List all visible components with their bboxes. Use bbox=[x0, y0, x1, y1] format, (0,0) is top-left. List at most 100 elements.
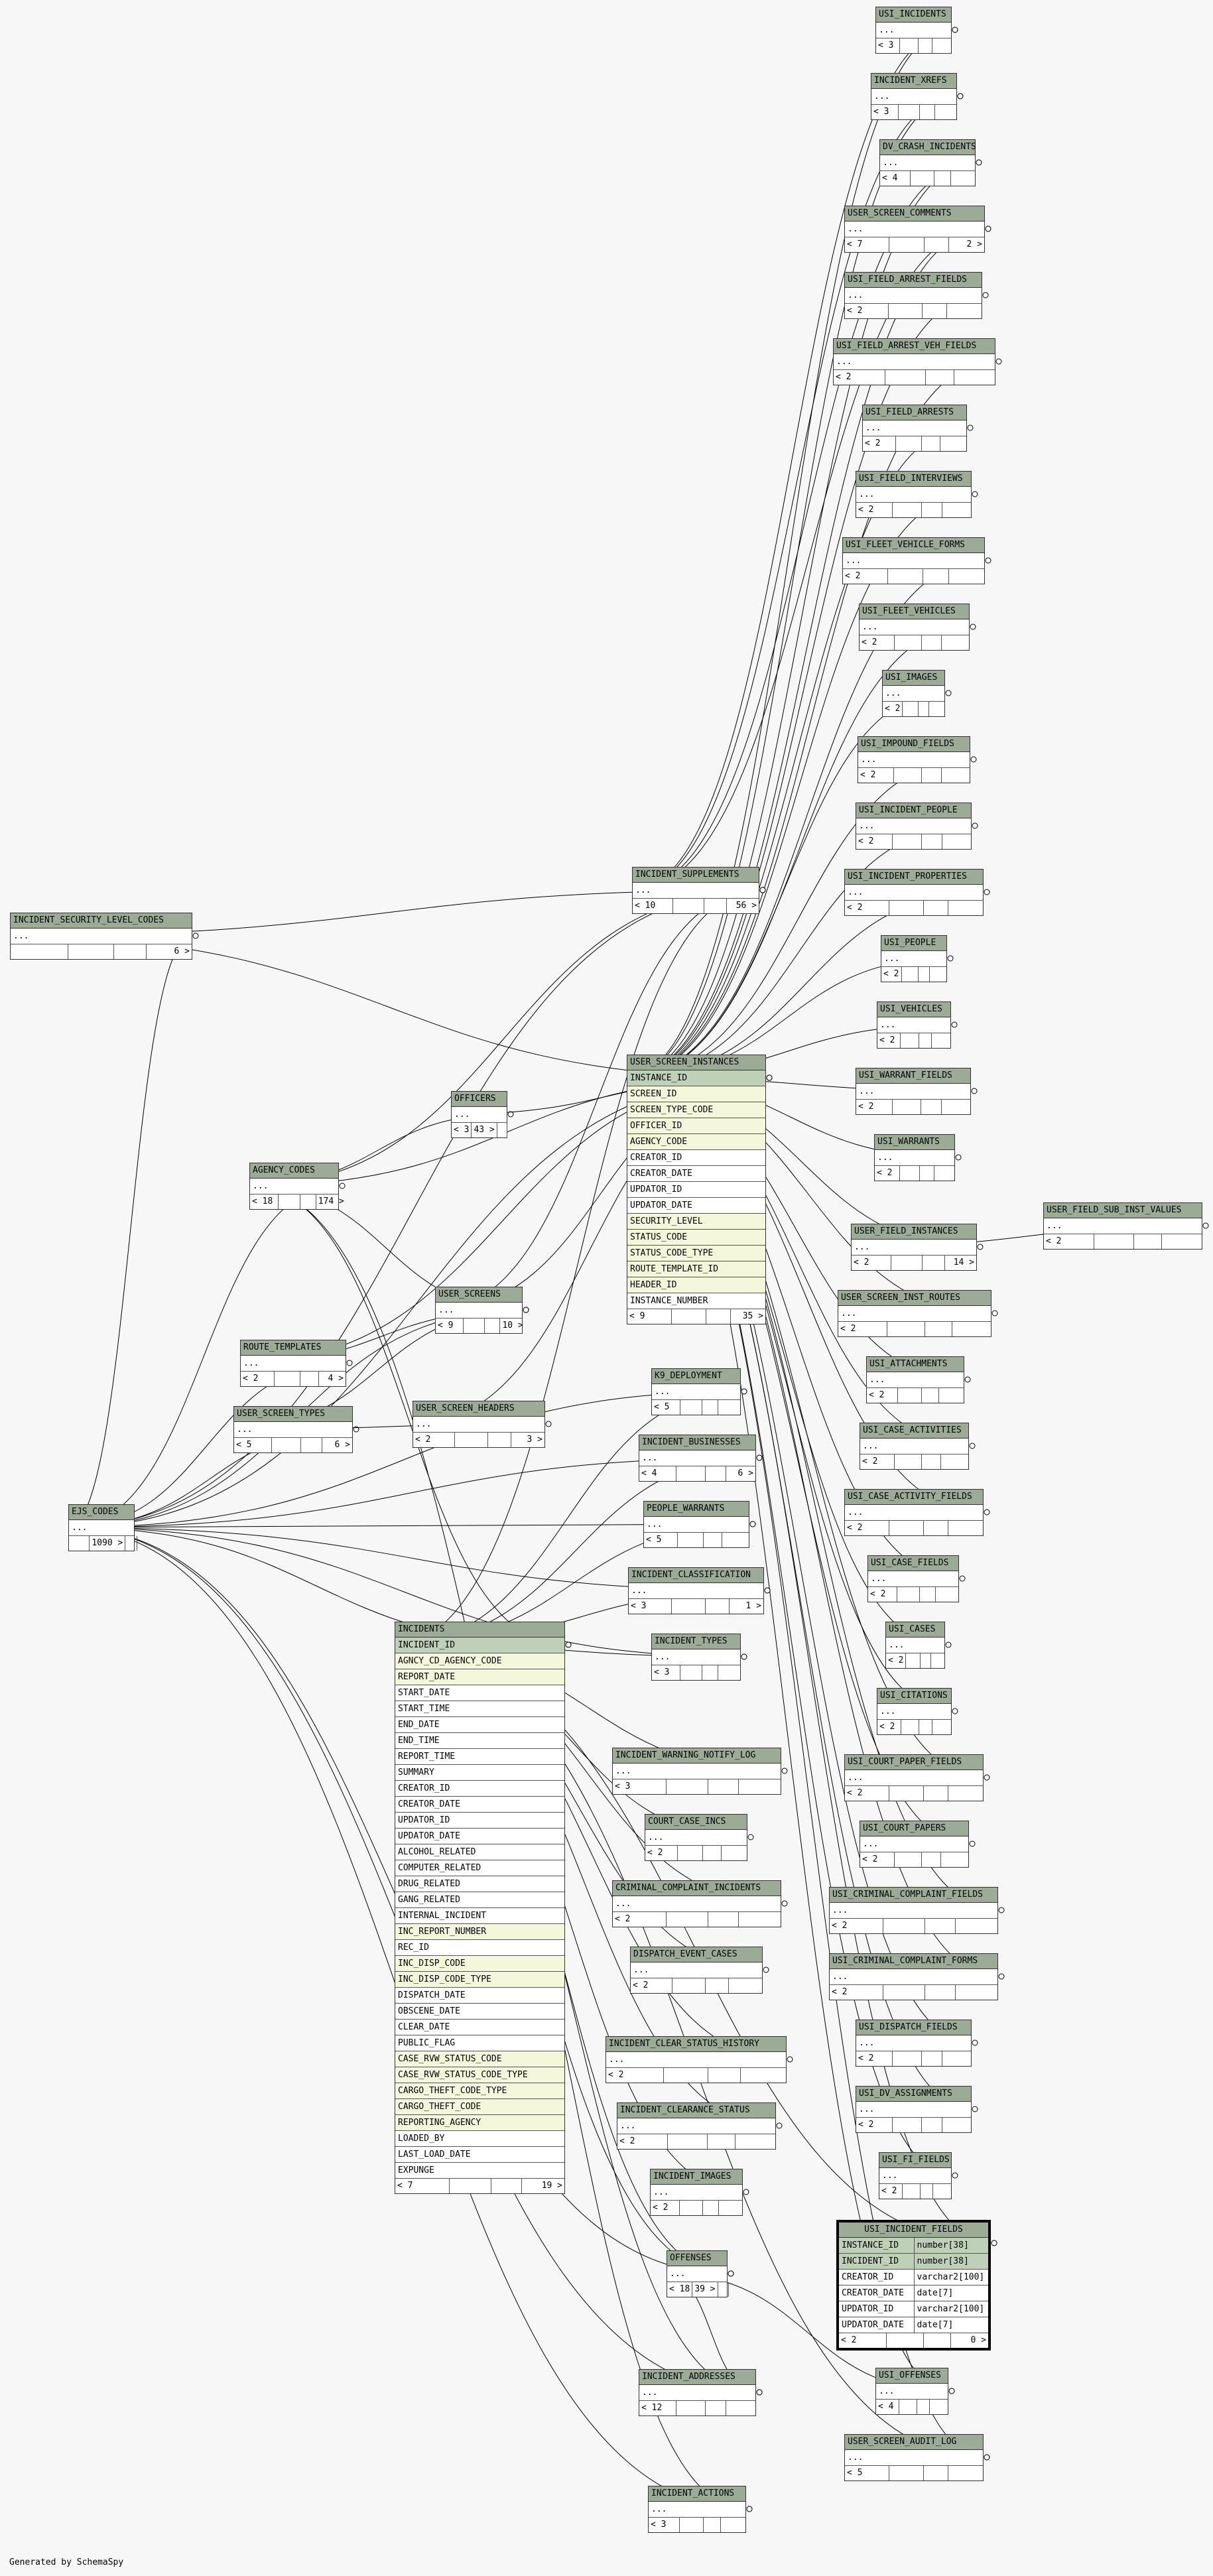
usi_case_fields-footer-cell[interactable]: < 2 bbox=[868, 1587, 897, 1602]
table-title[interactable]: USI_VEHICLES bbox=[877, 1002, 950, 1017]
agency_codes-footer-cell[interactable]: < 18 bbox=[250, 1194, 279, 1209]
usi_fleet_vehicle_forms-footer-cell[interactable] bbox=[949, 569, 984, 584]
table-usi-incident-people[interactable]: USI_INCIDENT_PEOPLE...< 2 bbox=[856, 803, 972, 850]
table-title[interactable]: INCIDENTS bbox=[395, 1622, 564, 1638]
dv_crash_incidents-footer-cell[interactable] bbox=[951, 171, 975, 186]
column-row[interactable]: COMPUTER_RELATED bbox=[395, 1860, 564, 1876]
incident_supplements-footer-cell[interactable]: 56 > bbox=[735, 901, 757, 911]
table-usi-impound-fields[interactable]: USI_IMPOUND_FIELDS...< 2 bbox=[858, 736, 970, 783]
usi_incident_properties-footer-cell[interactable]: < 2 bbox=[845, 901, 889, 915]
table-usi-criminal-complaint-fields[interactable]: USI_CRIMINAL_COMPLAINT_FIELDS...< 2 bbox=[829, 1887, 998, 1934]
table-title[interactable]: ROUTE_TEMPLATES bbox=[241, 1340, 346, 1356]
usi_fleet_vehicles-footer-cell[interactable] bbox=[942, 635, 969, 650]
column-row[interactable]: INTERNAL_INCIDENT bbox=[395, 1908, 564, 1924]
usi_offenses-footer-cell[interactable] bbox=[930, 2400, 948, 2414]
usi_impound_fields-footer-cell[interactable]: < 2 bbox=[858, 768, 894, 783]
usi_field_arrest_fields-footer-cell[interactable]: < 2 bbox=[845, 304, 889, 318]
column-row[interactable]: CARGO_THEFT_CODE bbox=[395, 2099, 564, 2115]
ejs_codes-footer-cell[interactable] bbox=[69, 1536, 90, 1551]
usi_fleet_vehicles-footer-cell[interactable]: < 2 bbox=[860, 635, 895, 650]
user_screen_types-footer-cell[interactable]: 6 > bbox=[334, 1440, 350, 1450]
column-row[interactable]: INC_REPORT_NUMBER bbox=[395, 1924, 564, 1940]
table-title[interactable]: USI_CASE_ACTIVITY_FIELDS bbox=[845, 1490, 983, 1505]
column-row[interactable]: INSTANCE_ID bbox=[627, 1070, 765, 1086]
table-incident-clearance-status[interactable]: INCIDENT_CLEARANCE_STATUS...< 2 bbox=[617, 2102, 776, 2150]
usi_offenses-footer-cell[interactable]: < 4 bbox=[876, 2400, 899, 2414]
table-title[interactable]: USI_CASES bbox=[886, 1622, 944, 1638]
column-row[interactable]: AGNCY_CD_AGENCY_CODE bbox=[395, 1653, 564, 1669]
column-row[interactable]: CASE_RVW_STATUS_CODE_TYPE bbox=[395, 2067, 564, 2083]
table-title[interactable]: OFFICERS bbox=[452, 1092, 507, 1107]
incident_security_level_codes-footer-cell[interactable]: 6 > bbox=[174, 946, 190, 956]
column-row[interactable]: UPDATOR_ID bbox=[395, 1813, 564, 1829]
usi_incident_properties-footer-cell[interactable] bbox=[948, 901, 983, 915]
column-row[interactable]: DRUG_RELATED bbox=[395, 1876, 564, 1892]
people_warrants-footer-cell[interactable] bbox=[722, 1533, 749, 1547]
table-title[interactable]: INCIDENT_CLEARANCE_STATUS bbox=[617, 2103, 775, 2118]
incident_addresses-footer-cell[interactable]: < 12 bbox=[639, 2401, 676, 2415]
table-title[interactable]: USI_ATTACHMENTS bbox=[867, 1357, 964, 1372]
table-usi-vehicles[interactable]: USI_VEHICLES...< 2 bbox=[877, 1001, 951, 1049]
table-title[interactable]: INCIDENT_CLASSIFICATION bbox=[629, 1568, 763, 1583]
usi_vehicles-footer-cell[interactable] bbox=[932, 1033, 950, 1048]
table-incident-actions[interactable]: INCIDENT_ACTIONS...< 3 bbox=[648, 2486, 746, 2533]
table-usi-fi-fields[interactable]: USI_FI_FIELDS...< 2 bbox=[879, 2152, 952, 2199]
usi_field_arrest_fields-footer-cell[interactable] bbox=[947, 304, 982, 318]
usi_case_activity_fields-footer-cell[interactable] bbox=[948, 1521, 983, 1535]
user_screens-footer-cell[interactable]: 10 > bbox=[502, 1320, 523, 1330]
table-title[interactable]: USI_COURT_PAPERS bbox=[860, 1821, 968, 1836]
table-incident-clear-status-history[interactable]: INCIDENT_CLEAR_STATUS_HISTORY...< 2 bbox=[606, 2036, 787, 2083]
table-criminal-complaint-incidents[interactable]: CRIMINAL_COMPLAINT_INCIDENTS...< 2 bbox=[612, 1880, 781, 1927]
column-row[interactable]: CLEAR_DATE bbox=[395, 2020, 564, 2035]
usi_incident_people-footer-cell[interactable] bbox=[942, 834, 971, 849]
incident_businesses-footer-cell[interactable]: 6 > bbox=[737, 1468, 753, 1478]
column-row[interactable]: INC_DISP_CODE_TYPE bbox=[395, 1972, 564, 1988]
table-dispatch-event-cases[interactable]: DISPATCH_EVENT_CASES...< 2 bbox=[630, 1947, 763, 1994]
incident_actions-footer-cell[interactable] bbox=[721, 2518, 745, 2532]
usi_field_arrests-footer-cell[interactable] bbox=[940, 436, 966, 451]
table-title[interactable]: USI_WARRANTS bbox=[875, 1135, 954, 1150]
table-title[interactable]: USER_FIELD_INSTANCES bbox=[852, 1224, 976, 1240]
usi_field_interviews-footer-cell[interactable]: < 2 bbox=[856, 503, 893, 517]
column-row[interactable]: REPORT_TIME bbox=[395, 1749, 564, 1765]
incident_classification-footer-cell[interactable]: 1 > bbox=[745, 1601, 761, 1611]
column-row[interactable]: SUMMARY bbox=[395, 1765, 564, 1781]
incident_actions-footer-cell[interactable]: < 3 bbox=[649, 2518, 680, 2532]
user_screen_headers-footer-cell[interactable]: 3 > bbox=[527, 1435, 543, 1445]
incident_clearance_status-footer-cell[interactable]: < 2 bbox=[617, 2134, 669, 2149]
court_case_incs-footer-cell[interactable] bbox=[722, 1846, 747, 1860]
usi_attachments-footer-cell[interactable]: < 2 bbox=[867, 1388, 898, 1403]
column-row[interactable]: CARGO_THEFT_CODE_TYPE bbox=[395, 2083, 564, 2099]
usi_incident_fields-footer-cell[interactable]: < 2 bbox=[839, 2333, 887, 2348]
column-row[interactable]: LAST_LOAD_DATE bbox=[395, 2147, 564, 2163]
table-incident-warning-notify-log[interactable]: INCIDENT_WARNING_NOTIFY_LOG...< 3 bbox=[612, 1748, 781, 1795]
agency_codes-footer-cell[interactable]: 174 > bbox=[318, 1196, 344, 1206]
user_screen_audit_log-footer-cell[interactable]: < 5 bbox=[845, 2466, 889, 2480]
column-row[interactable]: SCREEN_TYPE_CODE bbox=[627, 1102, 765, 1118]
column-row[interactable]: START_DATE bbox=[395, 1685, 564, 1701]
table-title[interactable]: USI_FIELD_ARREST_FIELDS bbox=[845, 273, 982, 288]
table-title[interactable]: INCIDENT_IMAGES bbox=[651, 2169, 742, 2185]
table-ejs-codes[interactable]: EJS_CODES...1090 > bbox=[68, 1504, 137, 1551]
column-row[interactable]: HEADER_ID bbox=[627, 1277, 765, 1293]
table-usi-attachments[interactable]: USI_ATTACHMENTS...< 2 bbox=[866, 1356, 964, 1403]
usi_court_papers-footer-cell[interactable]: < 2 bbox=[860, 1852, 895, 1867]
usi_case_activities-footer-cell[interactable]: < 2 bbox=[860, 1454, 895, 1469]
table-title[interactable]: USI_CASE_FIELDS bbox=[868, 1556, 958, 1571]
table-title[interactable]: USER_SCREEN_COMMENTS bbox=[845, 206, 984, 222]
dv_crash_incidents-footer-cell[interactable]: < 4 bbox=[880, 171, 911, 186]
table-usi-field-interviews[interactable]: USI_FIELD_INTERVIEWS...< 2 bbox=[856, 471, 972, 518]
column-row[interactable]: UPDATOR_ID bbox=[627, 1182, 765, 1198]
table-title[interactable]: USI_INCIDENT_PROPERTIES bbox=[845, 869, 983, 885]
table-user-field-sub-inst-values[interactable]: USER_FIELD_SUB_INST_VALUES...< 2 bbox=[1043, 1202, 1202, 1250]
user_field_sub_inst_values-footer-cell[interactable] bbox=[1162, 1234, 1202, 1249]
usi_warrants-footer-cell[interactable]: < 2 bbox=[875, 1166, 901, 1181]
